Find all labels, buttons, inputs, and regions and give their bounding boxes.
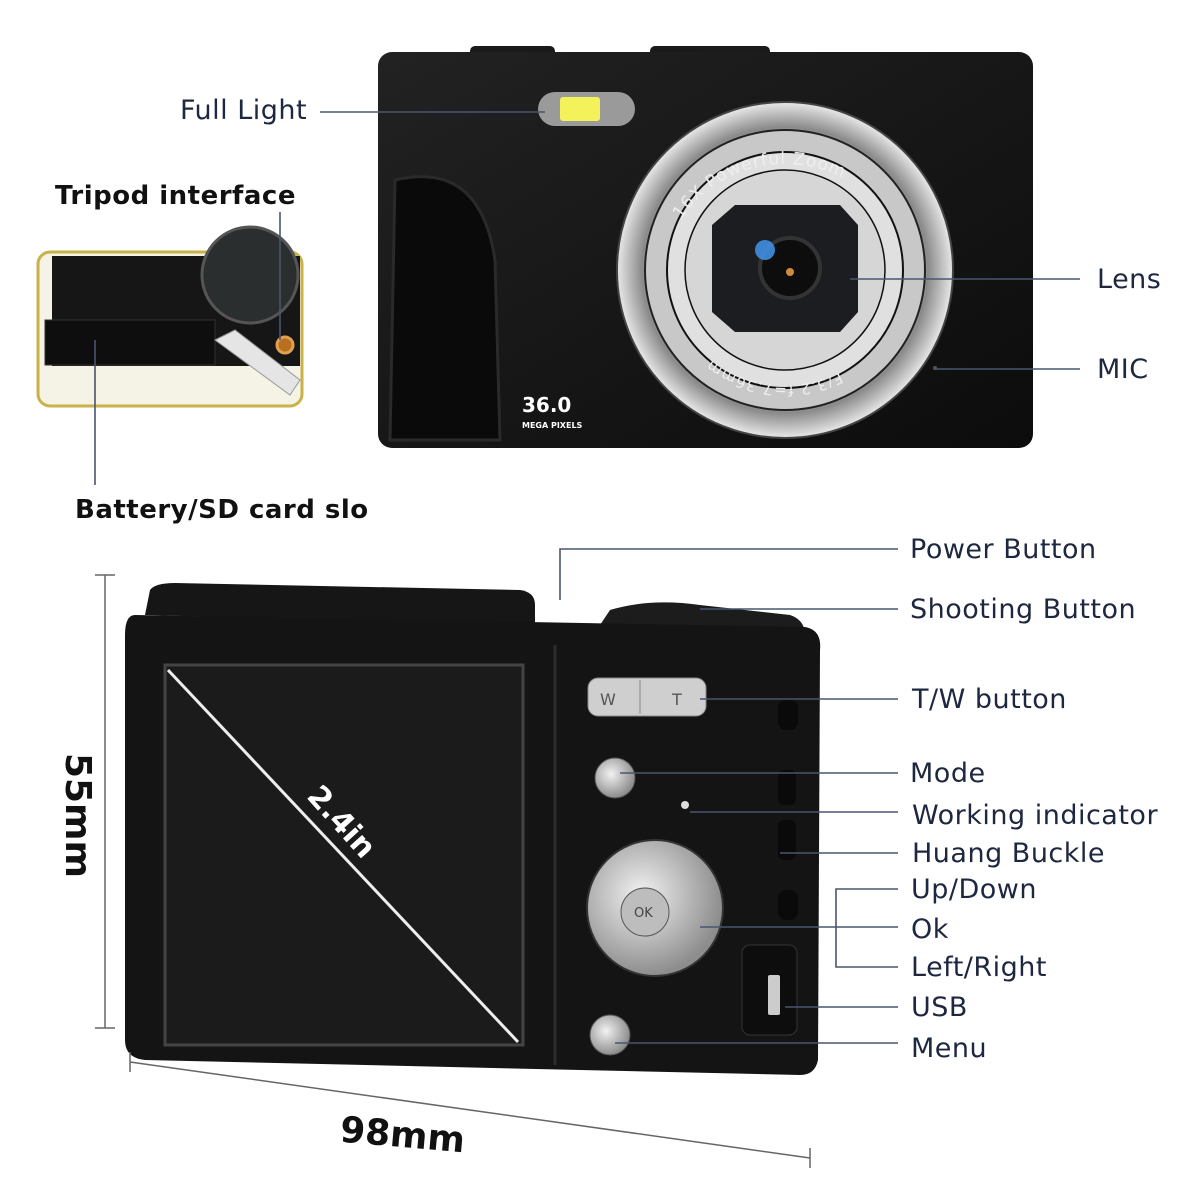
label-tw-button: T/W button [912, 684, 1067, 715]
tw-button [587, 677, 707, 717]
back-camera [125, 583, 821, 1075]
megapixels-value: 36.0 [522, 393, 571, 417]
tripod-socket [275, 335, 295, 355]
leader-lines [94, 111, 1080, 1044]
label-full-light: Full Light [180, 95, 308, 126]
label-ok: Ok [911, 914, 949, 945]
label-huang-buckle: Huang Buckle [912, 838, 1106, 869]
label-menu: Menu [911, 1033, 988, 1064]
dimension-height: 55mm [57, 752, 99, 879]
label-lens: Lens [1097, 264, 1162, 295]
tw-t-label: T [671, 690, 682, 709]
ok-button [620, 887, 670, 937]
label-usb: USB [911, 992, 968, 1023]
label-mic: MIC [1097, 354, 1149, 385]
label-up-down: Up/Down [911, 874, 1038, 905]
ok-label: OK [634, 906, 653, 921]
label-battery-sd-slot: Battery/SD card slo [75, 495, 369, 525]
dimension-lines [95, 574, 811, 1168]
label-shooting-button: Shooting Button [910, 594, 1137, 625]
label-working-indicator: Working indicator [912, 800, 1159, 831]
label-power-button: Power Button [910, 534, 1097, 565]
mode-button [594, 757, 636, 799]
front-camera [378, 46, 1033, 448]
label-mode: Mode [910, 758, 986, 789]
menu-button [589, 1014, 631, 1056]
inset-photo [36, 225, 304, 408]
flash-icon [560, 97, 600, 121]
megapixels-caption: MEGA PIXELS [522, 421, 583, 430]
label-left-right: Left/Right [911, 952, 1047, 983]
working-indicator-light [681, 801, 689, 809]
usb-port [768, 975, 780, 1015]
tw-w-label: W [600, 690, 616, 709]
label-tripod-interface: Tripod interface [55, 181, 296, 211]
